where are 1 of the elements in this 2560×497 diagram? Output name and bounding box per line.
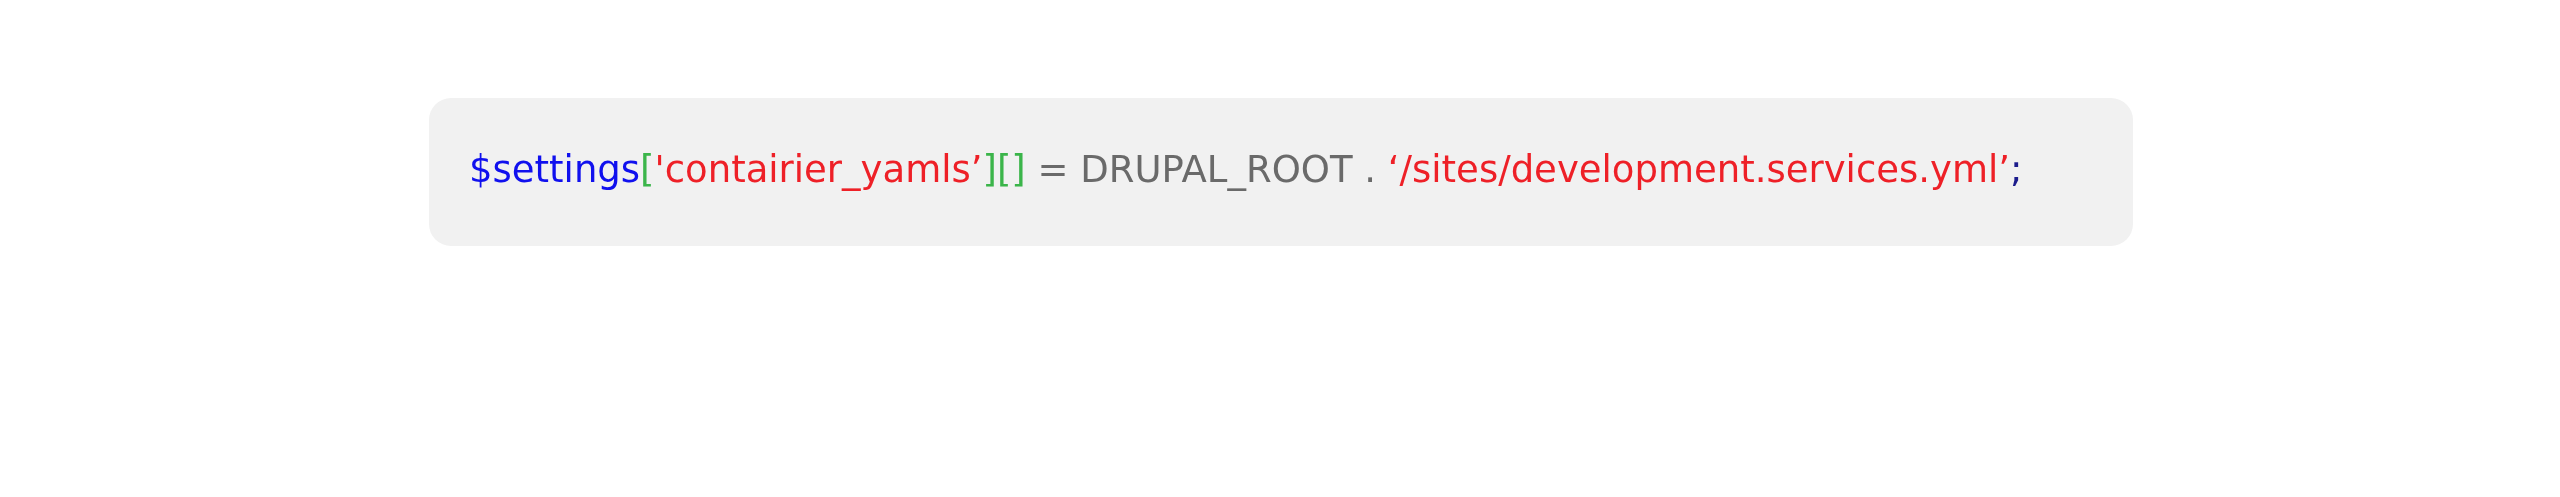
code-line: $settings['contairier_yamls’][] = DRUPAL_ROOT . ‘/sites/development.services.yml’; xyxy=(469,147,2023,193)
